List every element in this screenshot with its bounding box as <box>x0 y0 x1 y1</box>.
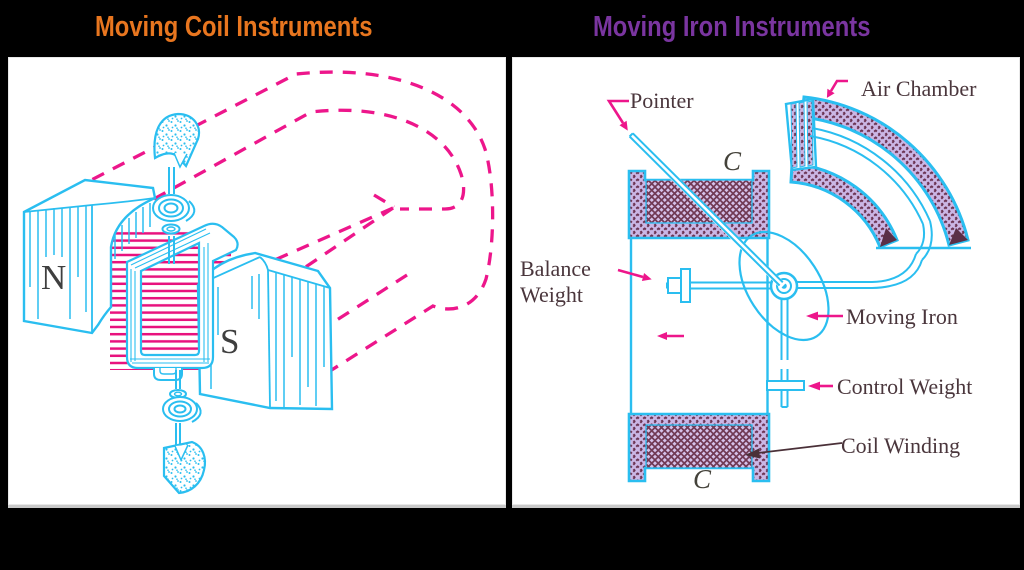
magnet-inner-return-dash <box>314 273 408 336</box>
air-chamber-arrow <box>826 79 848 98</box>
north-pole-edges <box>23 197 156 333</box>
moving-iron-diagram: Pointer Air Chamber C Balance Weight Mov… <box>520 76 977 494</box>
magnet-slot-dash-upper <box>260 206 394 268</box>
control-weight-assembly <box>766 299 805 408</box>
horseshoe-magnet-dashed-outline <box>71 70 495 373</box>
coil-former-lamination <box>130 228 211 364</box>
moving-iron-panel: Pointer Air Chamber C Balance Weight Mov… <box>512 57 1020 505</box>
balance-weight-bar <box>680 268 691 303</box>
bottom-coil-winding <box>645 424 753 469</box>
top-spring <box>152 194 196 222</box>
balance-weight-arrow <box>617 268 652 281</box>
bottom-spring <box>162 396 202 423</box>
moving-coil-diagram: S <box>22 70 495 495</box>
air-chamber-inner-wall <box>789 162 899 249</box>
coil-winding-label: Coil Winding <box>841 433 960 458</box>
callout-arrows <box>606 79 848 391</box>
control-weight-bar <box>766 380 805 391</box>
coil-assembly <box>627 169 771 483</box>
top-washer <box>161 223 181 235</box>
air-chamber-wedge-outer <box>949 228 968 245</box>
moving-iron-label: Moving Iron <box>846 304 958 329</box>
pointer-label: Pointer <box>630 88 694 113</box>
top-washer-inner <box>166 226 176 232</box>
magnet-slot-chevron <box>373 193 395 209</box>
control-weight-arrow <box>808 381 833 391</box>
air-chamber <box>784 95 971 261</box>
bottom-mount-notch <box>174 444 189 462</box>
moving-iron-disc <box>738 230 830 342</box>
title-moving-iron: Moving Iron Instruments <box>593 11 871 43</box>
top-mount-block <box>153 112 201 168</box>
balance-weight-label-line1: Balance <box>520 256 591 281</box>
title-moving-coil: Moving Coil Instruments <box>95 11 373 43</box>
coil-bottom-label: C <box>693 464 712 494</box>
north-pole-label: N <box>41 258 66 297</box>
coil-winding-arrow <box>745 442 843 459</box>
vane-arm <box>797 253 923 289</box>
coil-former-band <box>125 222 239 370</box>
balance-weight-collar <box>667 277 682 294</box>
south-pole-label: S <box>220 322 239 361</box>
bottom-washer-inner <box>173 391 183 397</box>
magnet-outer-dash-path <box>71 70 495 373</box>
control-weight-label: Control Weight <box>837 374 972 399</box>
magnet-inner-dash-path <box>153 108 466 211</box>
field-direction-arrow <box>657 332 684 340</box>
north-pole-block: N <box>22 178 157 335</box>
air-chamber-end-stripes <box>790 100 814 169</box>
top-mount-notch <box>173 152 188 169</box>
bottom-mount-block <box>162 440 207 495</box>
north-pole-hatch <box>29 203 151 319</box>
balance-weight-label-line2: Weight <box>520 282 583 307</box>
moving-iron-arrow <box>806 311 843 321</box>
air-chamber-label: Air Chamber <box>861 76 977 101</box>
air-chamber-vane <box>809 127 933 261</box>
air-chamber-wedge-inner <box>880 228 897 247</box>
north-pole-body <box>22 178 157 335</box>
balance-weight-assembly <box>666 268 771 303</box>
south-pole-block: S <box>196 251 334 411</box>
pivot <box>769 271 799 301</box>
pointer-rod <box>626 130 786 289</box>
spindle-assembly <box>152 112 207 495</box>
moving-coil-panel: S <box>8 57 506 505</box>
pointer-arrow <box>606 99 629 131</box>
coil-top-label: C <box>723 146 742 176</box>
